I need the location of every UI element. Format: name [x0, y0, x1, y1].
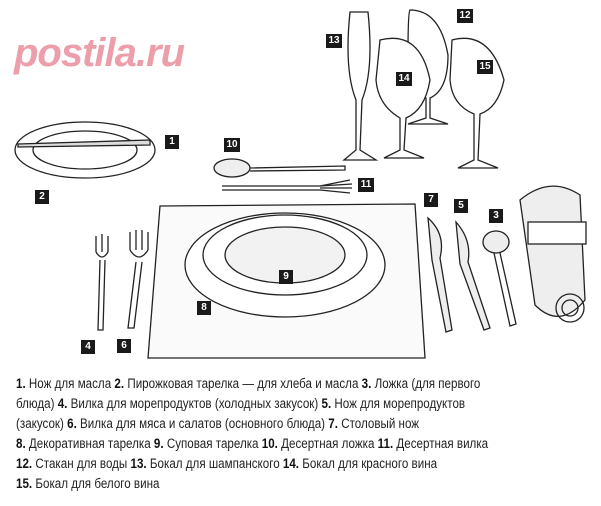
- label-1: 1: [165, 135, 179, 149]
- meat-fork: [127, 230, 149, 329]
- dessert-fork: [222, 179, 353, 194]
- label-3: 3: [489, 209, 503, 223]
- item-number: 11.: [377, 436, 394, 451]
- caption-line: блюда) 4. Вилка для морепродуктов (холод…: [16, 394, 532, 414]
- item-number: 1.: [16, 376, 26, 391]
- label-12: 12: [457, 9, 473, 23]
- item-text: Стакан для воды: [35, 456, 128, 471]
- butter-knife: [17, 139, 151, 148]
- item-text: Десертная вилка: [396, 436, 489, 451]
- item-text: блюда): [16, 396, 55, 411]
- label-13: 13: [326, 34, 342, 48]
- item-number: 3.: [361, 376, 372, 391]
- watermark: postila.ru: [14, 31, 185, 75]
- dessert-spoon: [213, 158, 346, 178]
- item-text: Вилка для мяса и салатов (основного блюд…: [80, 416, 326, 431]
- item-text: Вилка для морепродуктов (холодных закусо…: [70, 396, 319, 411]
- caption-line: 12. Стакан для воды 13. Бокал для шампан…: [16, 454, 532, 474]
- napkin: [519, 185, 587, 323]
- table-knife: [427, 216, 453, 333]
- item-number: 10.: [261, 436, 278, 451]
- item-text: Декоративная тарелка: [28, 436, 151, 451]
- white-wine-glass: [449, 37, 505, 169]
- bread-plate: [14, 121, 156, 179]
- soup-spoon: [482, 230, 517, 327]
- label-4: 4: [81, 340, 95, 354]
- item-text: Нож для морепродуктов: [334, 396, 466, 411]
- label-9: 9: [279, 270, 293, 284]
- item-text: Суповая тарелка: [166, 436, 259, 451]
- caption-line: 15. Бокал для белого вина: [16, 474, 532, 494]
- item-number: 4.: [57, 396, 68, 411]
- label-15: 15: [477, 60, 493, 74]
- item-text: Столовый нож: [341, 416, 420, 431]
- red-wine-glass: [375, 37, 431, 159]
- legend-caption: 1. Нож для масла 2. Пирожковая тарелка —…: [16, 374, 601, 494]
- item-number: 6.: [67, 416, 77, 431]
- item-text: Десертная ложка: [281, 436, 375, 451]
- label-8: 8: [197, 301, 211, 315]
- item-number: 13.: [130, 456, 147, 471]
- item-text: Бокал для белого вина: [35, 476, 160, 491]
- item-text: (закусок): [16, 416, 64, 431]
- item-number: 14.: [282, 456, 300, 471]
- item-text: Ложка (для первого: [374, 376, 481, 391]
- label-2: 2: [35, 190, 49, 204]
- item-number: 15.: [16, 476, 33, 491]
- item-text: Бокал для шампанского: [149, 456, 280, 471]
- label-6: 6: [117, 339, 131, 353]
- label-5: 5: [454, 199, 468, 213]
- item-number: 8.: [16, 436, 26, 451]
- label-11: 11: [358, 178, 374, 192]
- item-number: 9.: [153, 436, 164, 451]
- seafood-fork: [95, 234, 109, 331]
- caption-line: (закусок) 6. Вилка для мяса и салатов (о…: [16, 414, 532, 434]
- caption-line: 1. Нож для масла 2. Пирожковая тарелка —…: [16, 374, 532, 394]
- item-number: 7.: [328, 416, 338, 431]
- label-14: 14: [396, 72, 412, 86]
- seafood-knife: [455, 220, 491, 331]
- item-number: 12.: [16, 456, 33, 471]
- item-number: 5.: [321, 396, 332, 411]
- glasses: [342, 9, 505, 169]
- item-text: Пирожковая тарелка — для хлеба и масла: [127, 376, 359, 391]
- champagne-glass: [342, 11, 379, 161]
- item-number: 2.: [114, 376, 125, 391]
- label-10: 10: [224, 138, 240, 152]
- item-text: Нож для масла: [28, 376, 112, 391]
- item-text: Бокал для красного вина: [302, 456, 438, 471]
- label-7: 7: [424, 193, 438, 207]
- caption-line: 8. Декоративная тарелка 9. Суповая тарел…: [16, 434, 532, 454]
